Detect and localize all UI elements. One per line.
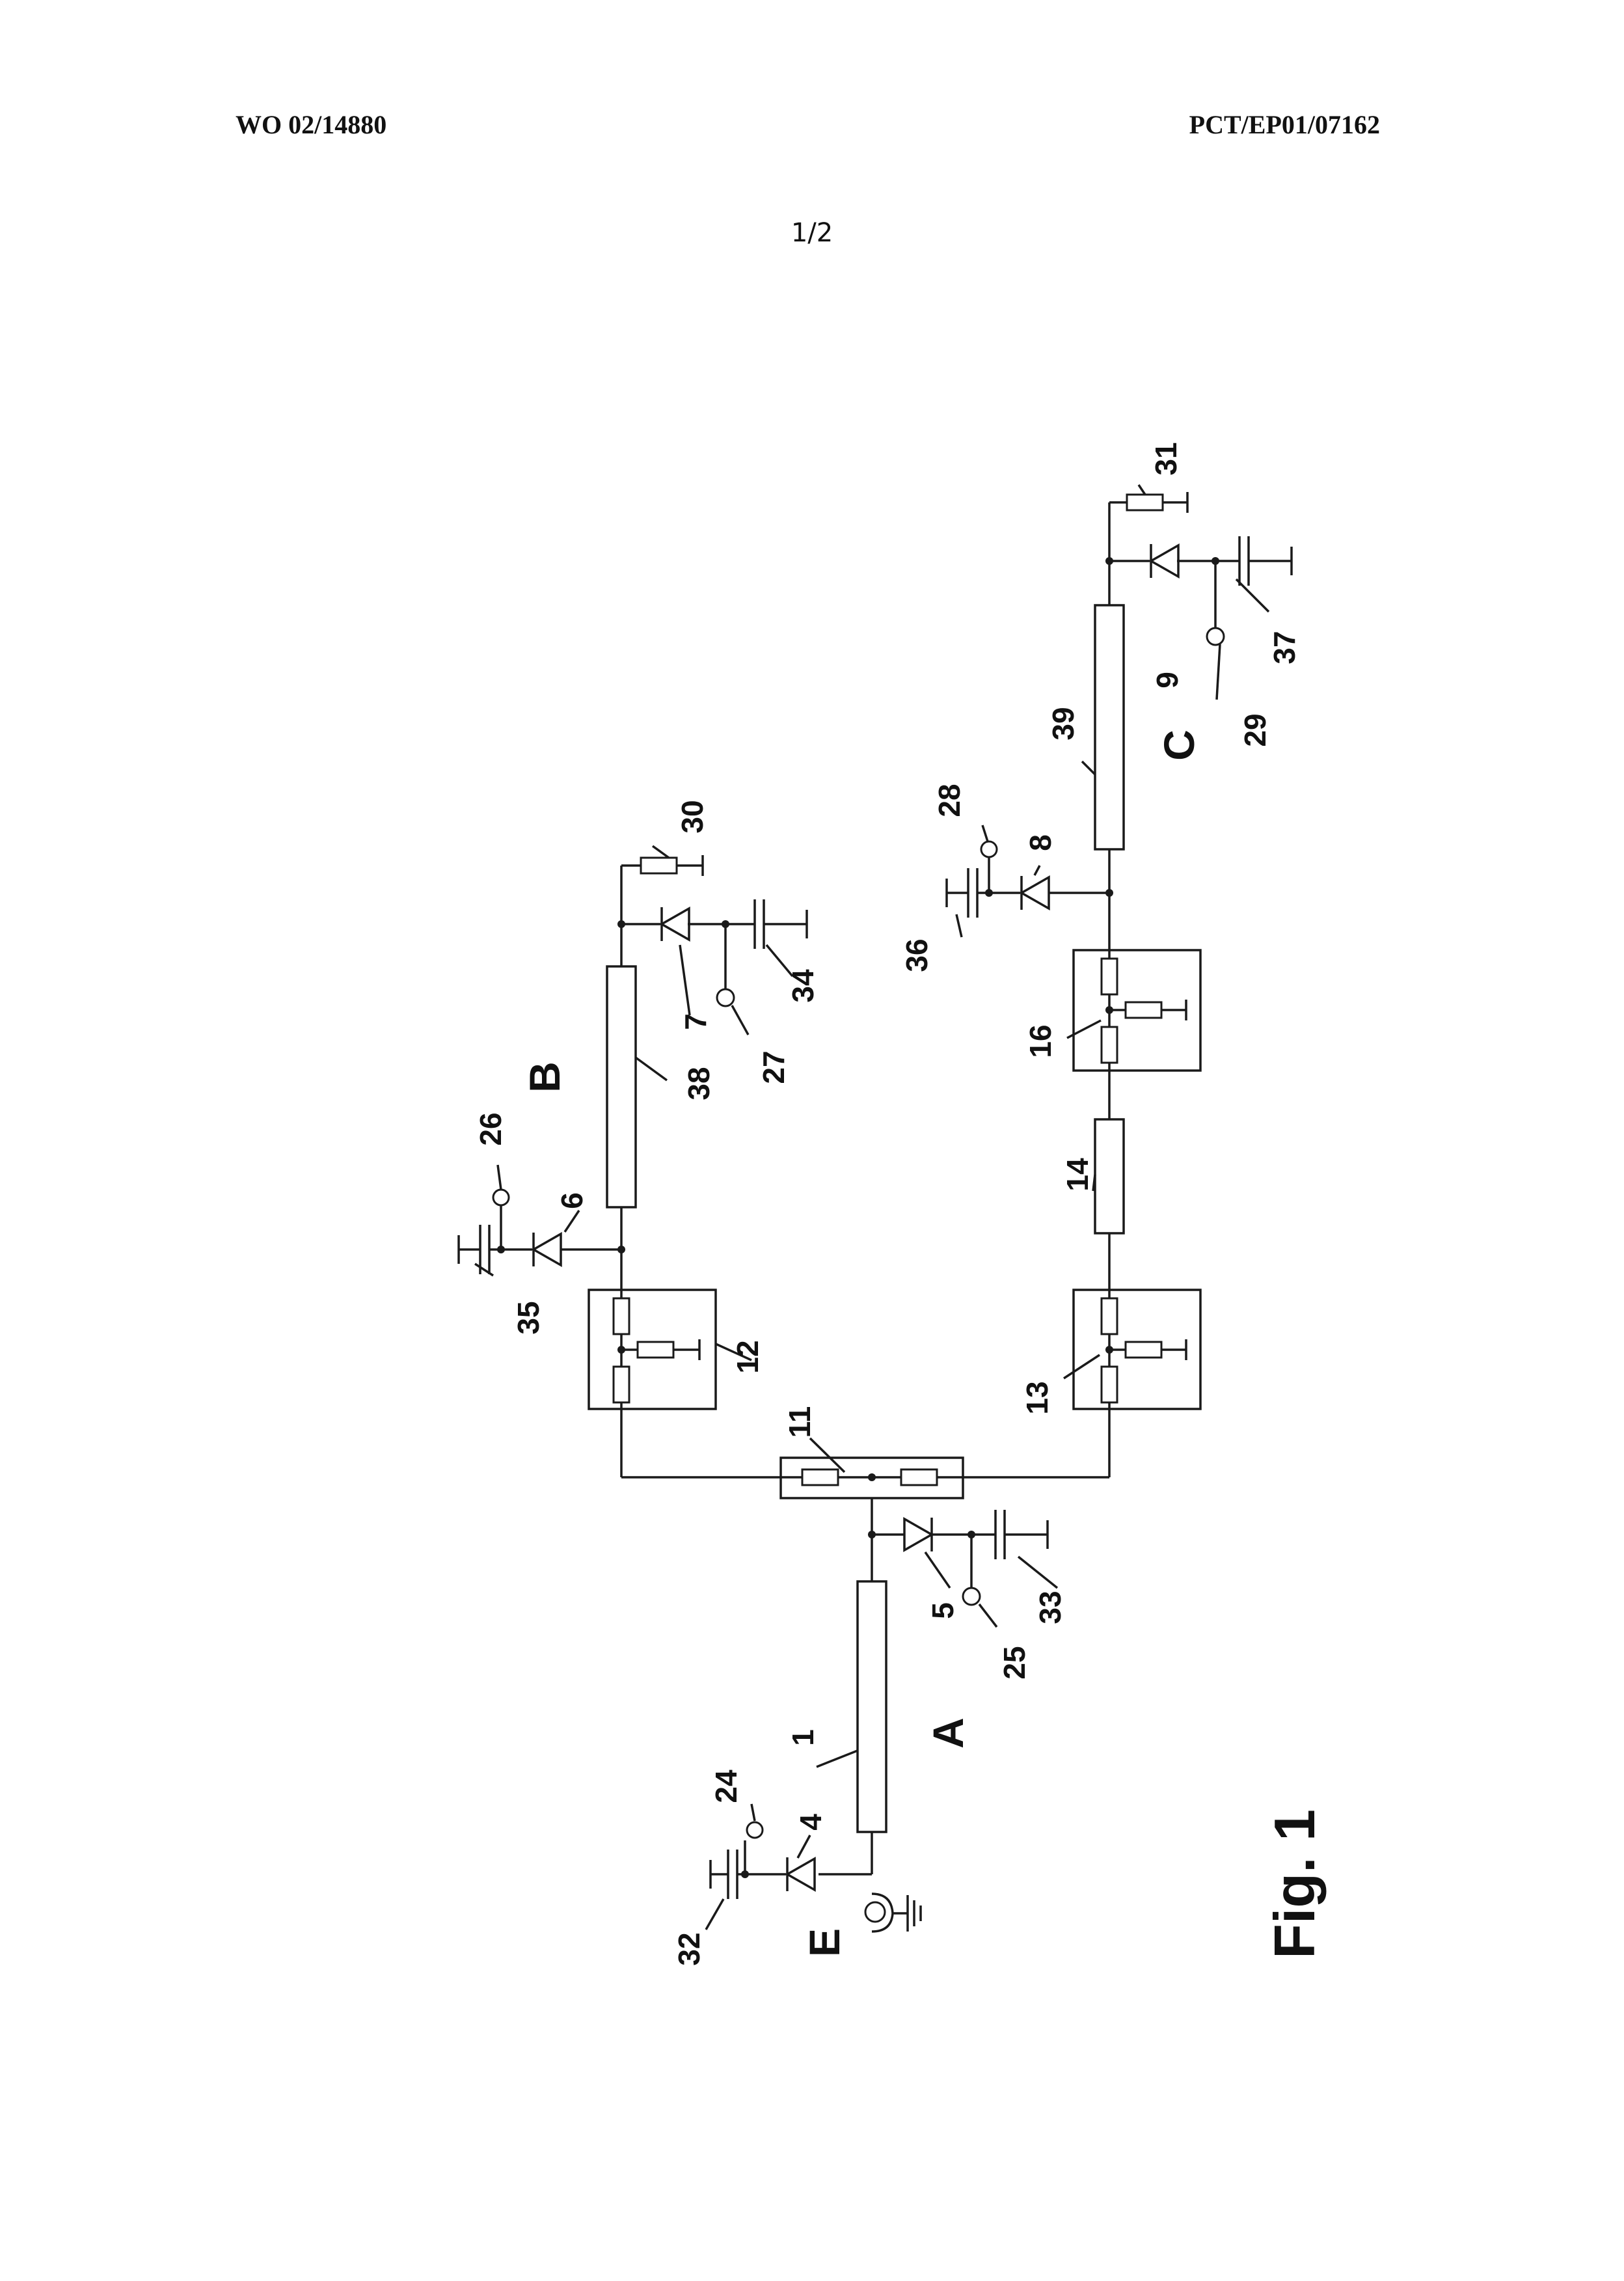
ref-5: 5 [926,1602,960,1619]
line-1 [858,1581,886,1832]
ref-35: 35 [511,1301,545,1334]
ref-28: 28 [932,784,966,817]
ref-12: 12 [731,1340,765,1373]
ref-36: 36 [900,938,934,972]
ref-11: 11 [783,1406,817,1438]
ref-30: 30 [675,800,709,833]
section-label-b: B [521,1061,569,1093]
ref-38: 38 [682,1067,716,1100]
attenuator-16 [1074,950,1200,1071]
ref-34: 34 [786,969,820,1003]
detector-stage-7 [617,899,807,1006]
section-label-e: E [800,1928,848,1957]
section-label-a: A [924,1717,972,1749]
detector-stage-6 [459,1190,625,1274]
detector-stage-8 [947,841,1113,918]
detector-stage-4 [710,1822,872,1899]
ref-16: 16 [1023,1024,1057,1058]
ref-4: 4 [794,1814,828,1831]
section-label-c: C [1155,730,1203,761]
line-38 [607,966,636,1207]
detector-stage-9 [1105,536,1292,645]
input-connector-ground [865,1894,921,1932]
ref-32: 32 [672,1932,706,1965]
ref-37: 37 [1267,631,1301,664]
ref-9: 9 [1150,672,1184,689]
ref-14: 14 [1061,1158,1094,1192]
ref-27: 27 [757,1050,791,1084]
ref-39: 39 [1046,707,1080,740]
figure-caption: Fig. 1 [1262,1809,1327,1959]
ref-33: 33 [1033,1591,1067,1624]
line-14 [1095,1119,1124,1233]
ref-8: 8 [1023,834,1057,851]
ref-29: 29 [1238,713,1272,746]
attenuator-12 [589,1290,716,1409]
power-divider-11 [781,1458,963,1498]
ref-25: 25 [997,1646,1031,1679]
ref-1: 1 [786,1729,820,1746]
ref-7: 7 [679,1013,712,1030]
attenuator-13 [1074,1290,1200,1409]
ref-6: 6 [555,1192,589,1209]
ref-13: 13 [1020,1381,1054,1414]
line-39 [1095,605,1124,849]
ref-26: 26 [474,1112,508,1145]
ref-31: 31 [1149,442,1183,475]
ref-24: 24 [709,1769,743,1803]
reference-labels: 1 4 24 32 5 25 33 11 12 13 14 16 35 26 6… [474,442,1301,1965]
